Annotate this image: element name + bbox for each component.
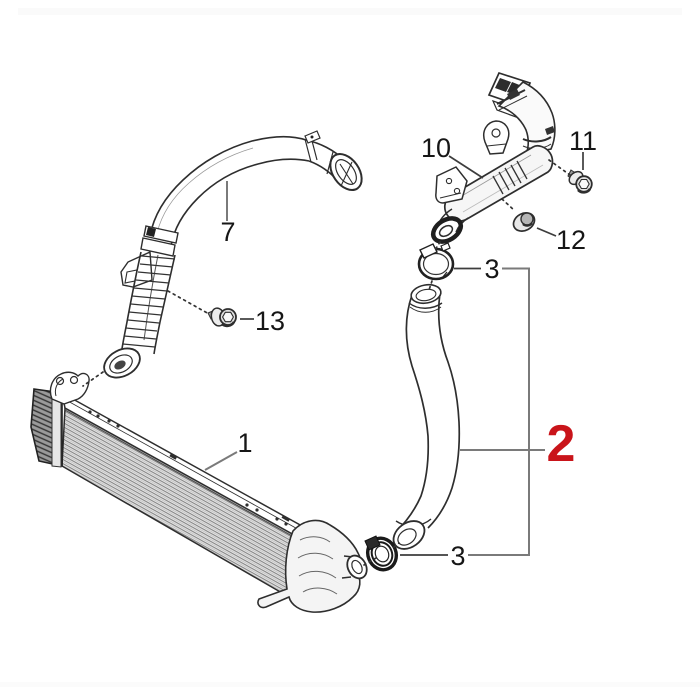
bolt-upper-part bbox=[567, 169, 593, 194]
charge-hose-part bbox=[392, 283, 461, 550]
faint-bottom-band bbox=[0, 682, 700, 687]
outlet-pipe-assembly bbox=[430, 71, 556, 244]
bellows-ribs bbox=[122, 255, 176, 348]
callout-1-intercooler: 1 bbox=[237, 428, 252, 458]
callout-7-charge-pipe: 7 bbox=[220, 217, 235, 247]
intercooler-part bbox=[30, 371, 368, 613]
callout-12-nut: 12 bbox=[556, 225, 586, 255]
charge-pipe-part bbox=[103, 130, 363, 379]
callout-3-clamp-lower: 3 bbox=[450, 541, 465, 571]
leader-lines-gray bbox=[204, 181, 545, 556]
faint-top-band bbox=[18, 8, 682, 15]
nut-part bbox=[512, 212, 536, 232]
callout-11-bolt: 11 bbox=[569, 126, 597, 156]
frame-rivets bbox=[88, 410, 290, 526]
assembly-dotted-lines bbox=[82, 159, 571, 566]
pipe-collar-ribs bbox=[492, 160, 528, 195]
callout-3-clamp-upper: 3 bbox=[484, 254, 499, 284]
callout-10-outlet-pipe: 10 bbox=[421, 133, 451, 163]
leader-lines-dark bbox=[240, 152, 584, 556]
bolt-lower-part bbox=[207, 307, 237, 328]
callout-2-hose-highlighted: 2 bbox=[547, 415, 576, 473]
callout-13-bolt: 13 bbox=[255, 306, 285, 336]
hose-clamp-lower bbox=[364, 535, 398, 572]
